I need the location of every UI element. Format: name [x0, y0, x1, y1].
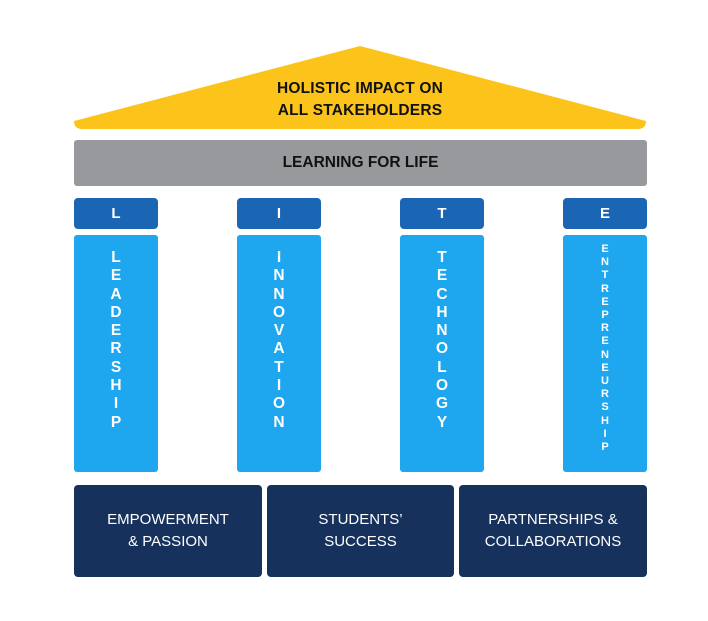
pillar-letter: E	[436, 267, 448, 285]
pillar-cap-letter: L	[111, 205, 121, 222]
pillar-letter: G	[435, 395, 449, 413]
pillar-letter: O	[272, 395, 286, 413]
pillar-letter: H	[110, 377, 122, 395]
pillar-letter: I	[276, 249, 282, 266]
pillar-cap-e: E	[563, 198, 647, 229]
pillar-letter: O	[435, 377, 449, 395]
pillar-cap-t: T	[400, 198, 484, 229]
pillar-letter: P	[601, 309, 609, 322]
pillar-letter: O	[435, 340, 449, 358]
pillar-cap-letter: E	[599, 205, 610, 222]
pillar-cap-i: I	[237, 198, 321, 229]
beam: LEARNING FOR LIFE	[74, 140, 647, 186]
pillar-letter: L	[111, 249, 121, 266]
pillar-letter: R	[110, 340, 122, 358]
pillar-letter: H	[436, 303, 448, 321]
pillar-letter: I	[603, 427, 607, 440]
pillar-letter: E	[601, 335, 609, 348]
pillar-cap-letter: T	[437, 205, 447, 222]
foundation-empowerment: EMPOWERMENT & PASSION	[74, 485, 262, 577]
roof-label-line1: HOLISTIC IMPACT ON	[276, 80, 444, 97]
pillar-letter: A	[110, 285, 122, 303]
pillar-letter: L	[437, 358, 447, 376]
pillar-letter: N	[273, 413, 285, 431]
pillar-letter: U	[601, 375, 609, 388]
pillar-cap-l: L	[74, 198, 158, 229]
pillar-letter: N	[273, 267, 285, 285]
pillar-letter: R	[601, 388, 609, 401]
pillar-letter: R	[601, 282, 609, 295]
pillar-letter: C	[436, 285, 448, 303]
pillar-letter: N	[436, 322, 448, 340]
pillar-letter: T	[437, 249, 447, 266]
roof	[74, 46, 646, 129]
roof-label-line2: ALL STAKEHOLDERS	[277, 102, 443, 119]
pillar-letter: I	[113, 395, 119, 413]
beam-label: LEARNING FOR LIFE	[282, 154, 439, 171]
pillar-letter: P	[110, 413, 122, 431]
pillar-letter: H	[601, 414, 609, 427]
pillar-letter: E	[110, 322, 122, 340]
pillar-letter: I	[276, 377, 282, 395]
pillar-letter: A	[273, 340, 285, 358]
pillar-letter: E	[601, 361, 609, 374]
pillar-letter: N	[601, 348, 609, 361]
roof-label: HOLISTIC IMPACT ON ALL STAKEHOLDERS	[200, 78, 520, 122]
pillar-letter: N	[601, 256, 609, 269]
foundation-line1: PARTNERSHIPS &	[488, 511, 618, 528]
pillar-cap-letter: I	[276, 205, 282, 222]
foundation-line1: EMPOWERMENT	[107, 511, 229, 528]
foundation-line2: SUCCESS	[324, 533, 397, 550]
pillar-letter: V	[273, 322, 285, 340]
pillar-letter: O	[272, 303, 286, 321]
foundation-line2: & PASSION	[128, 533, 208, 550]
foundation-line1: STUDENTS’	[318, 511, 403, 528]
pillar-letter: T	[274, 358, 284, 376]
pillar-letter: Y	[436, 413, 448, 431]
foundation-line2: COLLABORATIONS	[484, 533, 622, 550]
pillar-letter: E	[110, 267, 122, 285]
pillar-letter: P	[601, 441, 609, 454]
pillar-letter: D	[110, 303, 122, 321]
pillar-letter: S	[601, 401, 609, 414]
pillar-letter: T	[601, 269, 609, 282]
pillar-letter: S	[110, 358, 122, 376]
pillar-letter: E	[601, 243, 609, 255]
pillar-letter: E	[601, 295, 609, 308]
pillar-letter: R	[601, 322, 609, 335]
foundation-partnerships: PARTNERSHIPS & COLLABORATIONS	[459, 485, 647, 577]
foundation-students-success: STUDENTS’ SUCCESS	[267, 485, 454, 577]
pillar-letter: N	[273, 285, 285, 303]
